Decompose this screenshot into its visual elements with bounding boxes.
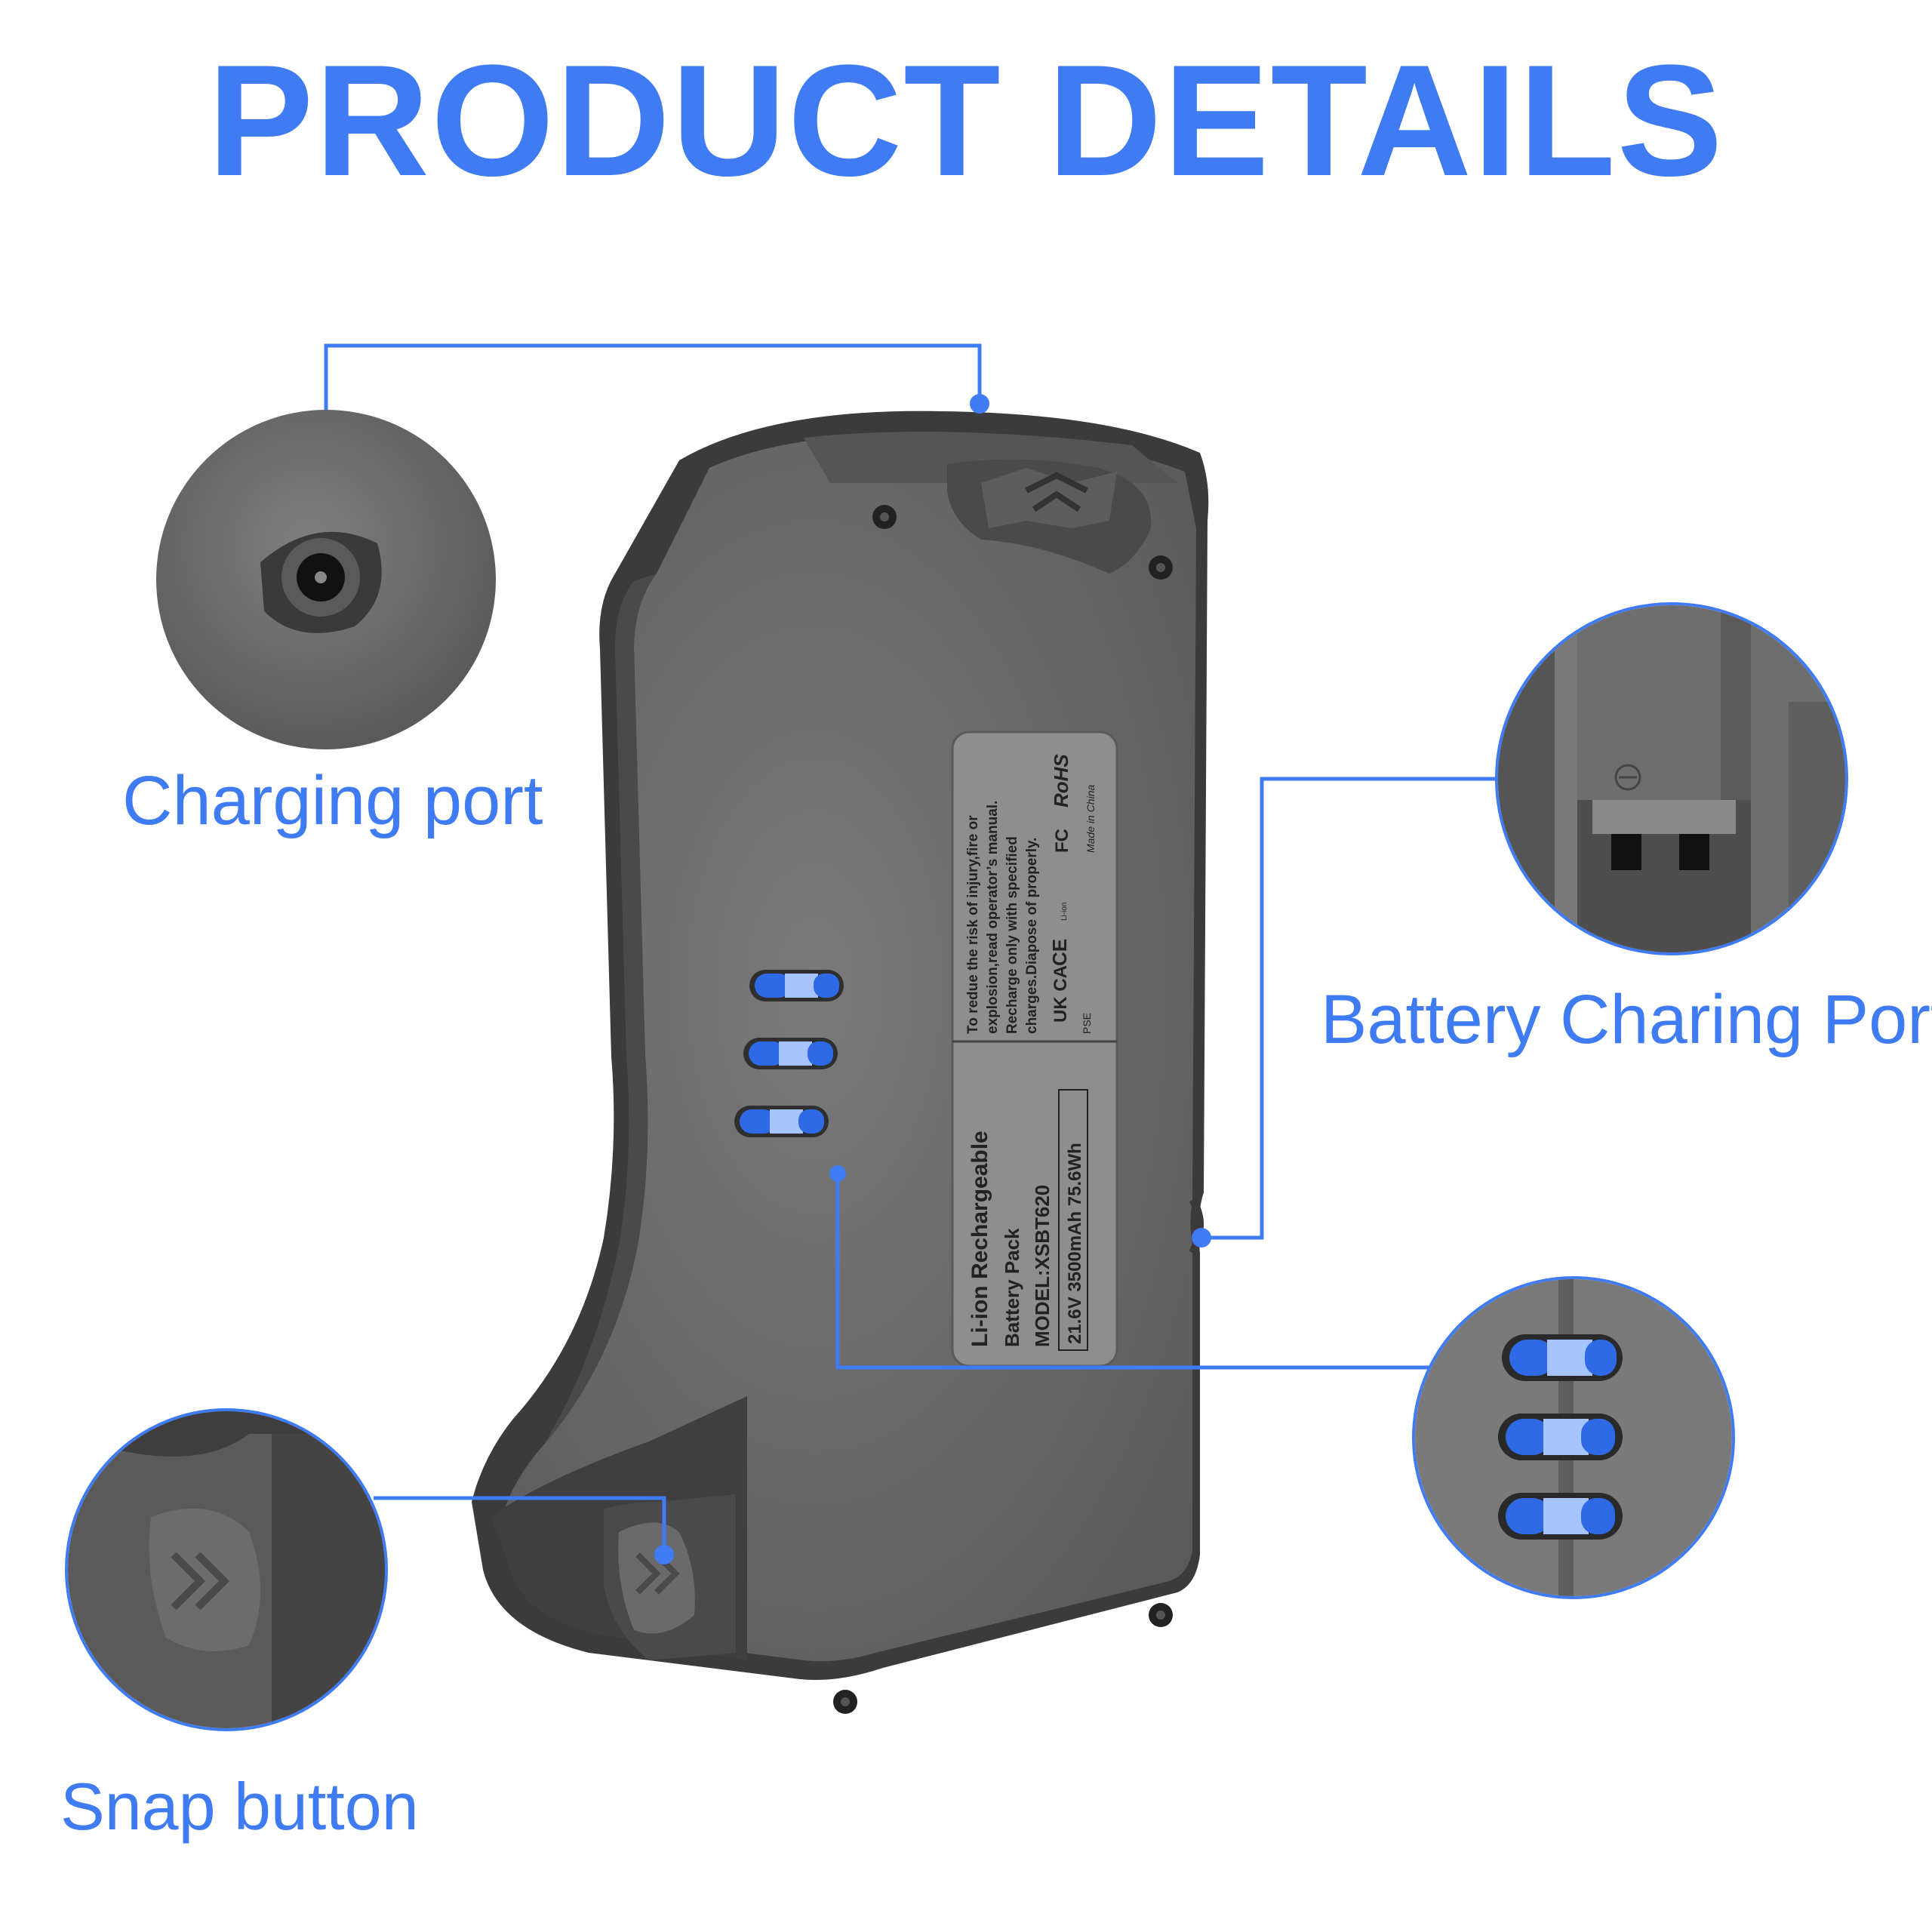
sticker-fc: FC bbox=[1052, 829, 1072, 853]
battery-pack bbox=[472, 411, 1209, 1714]
snap-button-housing bbox=[491, 1396, 747, 1660]
screw-icon bbox=[833, 505, 1173, 1714]
sticker-ukca: UK CA bbox=[1051, 965, 1071, 1023]
callout-lines bbox=[324, 343, 1498, 1555]
sticker-product-line-1: Li-ion Rechargeable bbox=[968, 1131, 992, 1347]
page-title: PRODUCT DETAILS bbox=[208, 32, 1724, 209]
sticker-spec: 21.6V 3500mAh 75.6Wh bbox=[1065, 1143, 1085, 1344]
sticker-product-line-2: Battery Pack bbox=[1001, 1228, 1023, 1347]
battery-port-icon bbox=[1577, 764, 1751, 952]
sticker-ce: CE bbox=[1048, 939, 1071, 966]
snap-button-label: Snap button bbox=[60, 1769, 419, 1844]
charging-port-label: Charging port bbox=[122, 762, 543, 839]
sticker-made-in: Made in China bbox=[1084, 785, 1097, 853]
sticker-warning-line-2: explosion,read operator’s manual. bbox=[985, 801, 1001, 1034]
battery-charging-port-label: Battery Charing Port bbox=[1321, 981, 1932, 1058]
sticker-li-ion-mark: Li-ion bbox=[1060, 903, 1069, 921]
top-latch bbox=[947, 459, 1152, 574]
sticker-warning-line-1: To redue the risk of injury,fire or bbox=[965, 815, 981, 1034]
battery-port-detail bbox=[1495, 602, 1848, 955]
snap-button-icon bbox=[149, 1508, 260, 1651]
callout-dots bbox=[654, 394, 1211, 1564]
led-indicator-icon bbox=[734, 970, 844, 1137]
sticker-pse: PSE bbox=[1081, 1013, 1093, 1034]
led-indicator-icon bbox=[1498, 1334, 1623, 1540]
snap-button-detail bbox=[65, 1408, 388, 1731]
charging-port-detail bbox=[156, 410, 496, 749]
sticker-product-line-3: MODEL:XSBT620 bbox=[1031, 1185, 1054, 1347]
sticker-warning-line-4: charges.Diapose of properly. bbox=[1024, 838, 1040, 1034]
sticker-rohs: RoHS bbox=[1050, 754, 1072, 808]
sticker-warning-line-3: Recharge only with specified bbox=[1004, 836, 1020, 1034]
led-detail bbox=[1412, 1276, 1735, 1599]
charging-port-icon bbox=[260, 531, 382, 633]
